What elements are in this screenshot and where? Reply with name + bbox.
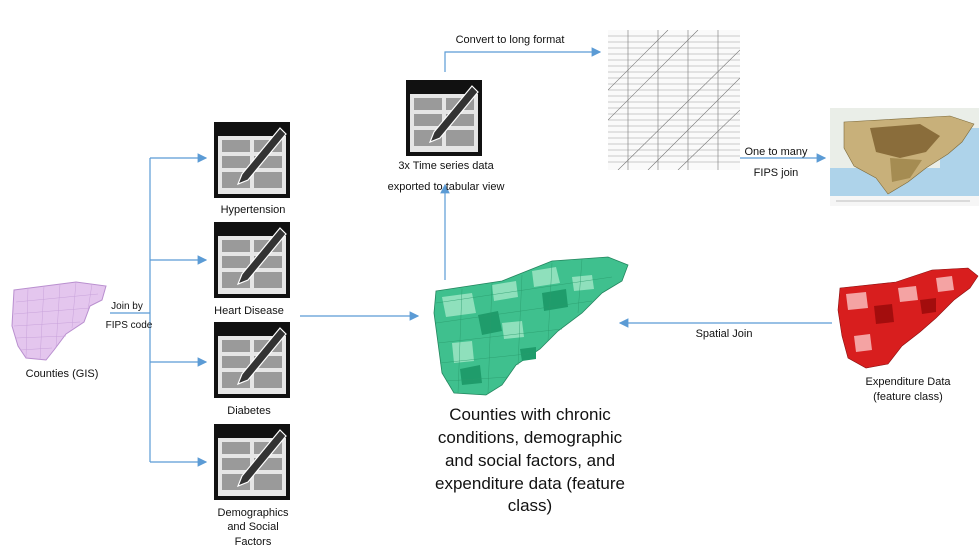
time-series-label-2: exported to tabular view xyxy=(387,181,505,193)
center-label-1: Counties with chronic xyxy=(449,405,611,424)
time-series-label-1: 3x Time series data xyxy=(398,160,494,172)
fips-join-label: FIPS join xyxy=(753,167,799,179)
center-label-2: conditions, demographic xyxy=(437,428,623,447)
counties-gis-label: Counties (GIS) xyxy=(25,368,99,380)
hypertension-label: Hypertension xyxy=(220,204,286,216)
table-pencil-icon xyxy=(214,424,290,500)
demographics-label-3: Factors xyxy=(234,536,272,548)
table-pencil-icon xyxy=(214,122,290,198)
long-format-data-image xyxy=(608,30,740,170)
expenditure-label-2: (feature class) xyxy=(873,391,943,403)
demographics-label-2: and Social xyxy=(227,521,279,533)
center-label-5: class) xyxy=(507,496,553,515)
table-pencil-icon xyxy=(214,222,290,298)
one-to-many-label: One to many xyxy=(744,146,808,158)
expenditure-map xyxy=(837,267,979,369)
heart-disease-label: Heart Disease xyxy=(214,305,284,317)
table-pencil-icon xyxy=(214,322,290,398)
expenditure-label-1: Expenditure Data xyxy=(865,376,951,388)
time-series-map xyxy=(830,108,979,206)
diabetes-label: Diabetes xyxy=(227,405,271,417)
center-label-4: expenditure data (feature xyxy=(435,474,625,493)
counties-gis-map xyxy=(11,281,107,361)
spatial-join-label: Spatial Join xyxy=(695,328,753,340)
fips-code-label: FIPS code xyxy=(105,320,153,331)
join-by-label: Join by xyxy=(111,301,143,312)
table-pencil-icon xyxy=(406,80,482,156)
center-label-3: and social factors, and xyxy=(444,451,616,470)
demographics-label-1: Demographics xyxy=(217,507,289,519)
combined-counties-map xyxy=(433,256,629,396)
convert-label: Convert to long format xyxy=(455,34,565,46)
